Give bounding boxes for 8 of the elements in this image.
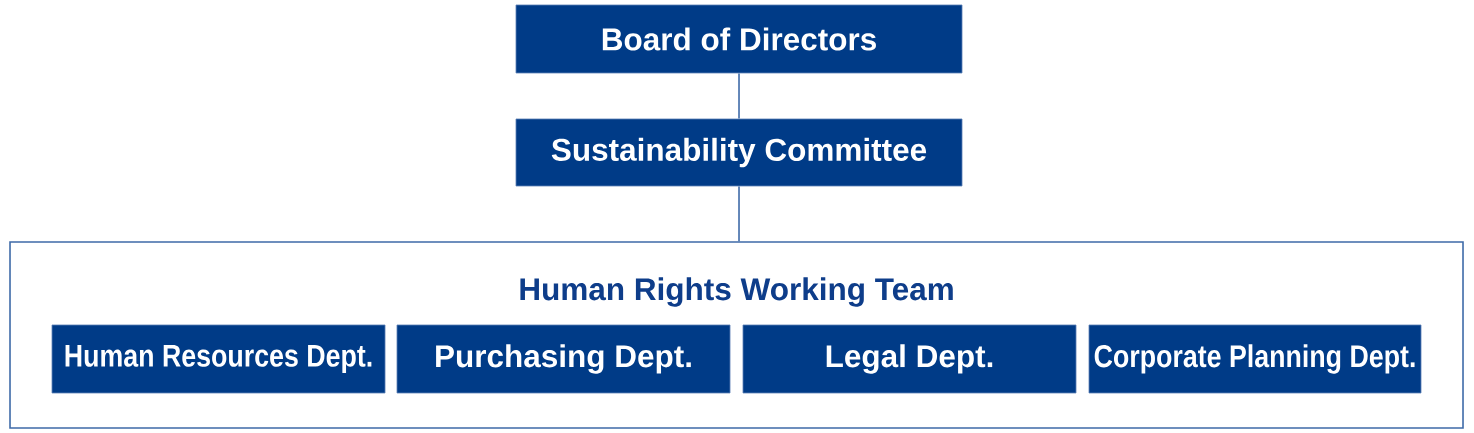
org-box: Legal Dept. <box>742 324 1077 394</box>
connector-line <box>738 185 740 242</box>
org-box: Corporate Planning Dept. <box>1088 324 1422 394</box>
org-box: Purchasing Dept. <box>396 324 731 394</box>
org-box: Human Resources Dept. <box>51 324 386 394</box>
connector-line <box>738 72 740 120</box>
org-box: Sustainability Committee <box>515 118 963 187</box>
org-box: Board of Directors <box>515 4 963 74</box>
